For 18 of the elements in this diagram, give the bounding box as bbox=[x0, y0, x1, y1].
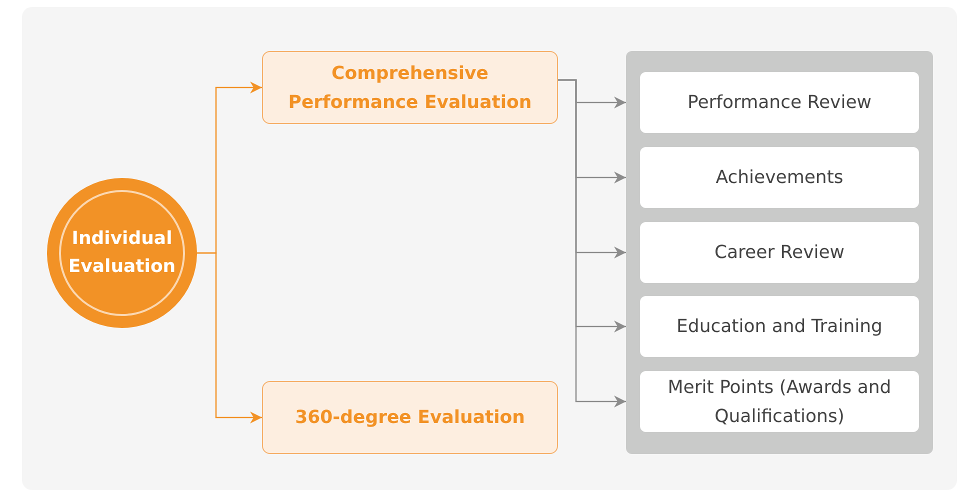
item-box bbox=[640, 371, 919, 432]
item-box bbox=[640, 296, 919, 357]
connector-arrow bbox=[558, 79, 626, 408]
node-label: Individual Evaluation bbox=[67, 227, 177, 279]
item-label: Achievements bbox=[714, 166, 844, 190]
item-label: Performance Review bbox=[686, 91, 872, 115]
process-label: 360-degree Evaluation bbox=[294, 406, 526, 430]
item-box bbox=[640, 147, 919, 208]
group-panel bbox=[626, 51, 933, 454]
connector-arrow bbox=[197, 252, 262, 424]
item-label: Education and Training bbox=[676, 315, 884, 339]
process-box bbox=[262, 51, 558, 124]
process-label: Comprehensive Performance Evaluation bbox=[287, 62, 533, 114]
item-label: Career Review bbox=[713, 241, 846, 265]
item-box bbox=[640, 222, 919, 283]
item-box bbox=[640, 72, 919, 133]
process-box bbox=[262, 381, 558, 454]
item-label: Merit Points (Awards and Qualifications) bbox=[666, 376, 892, 428]
